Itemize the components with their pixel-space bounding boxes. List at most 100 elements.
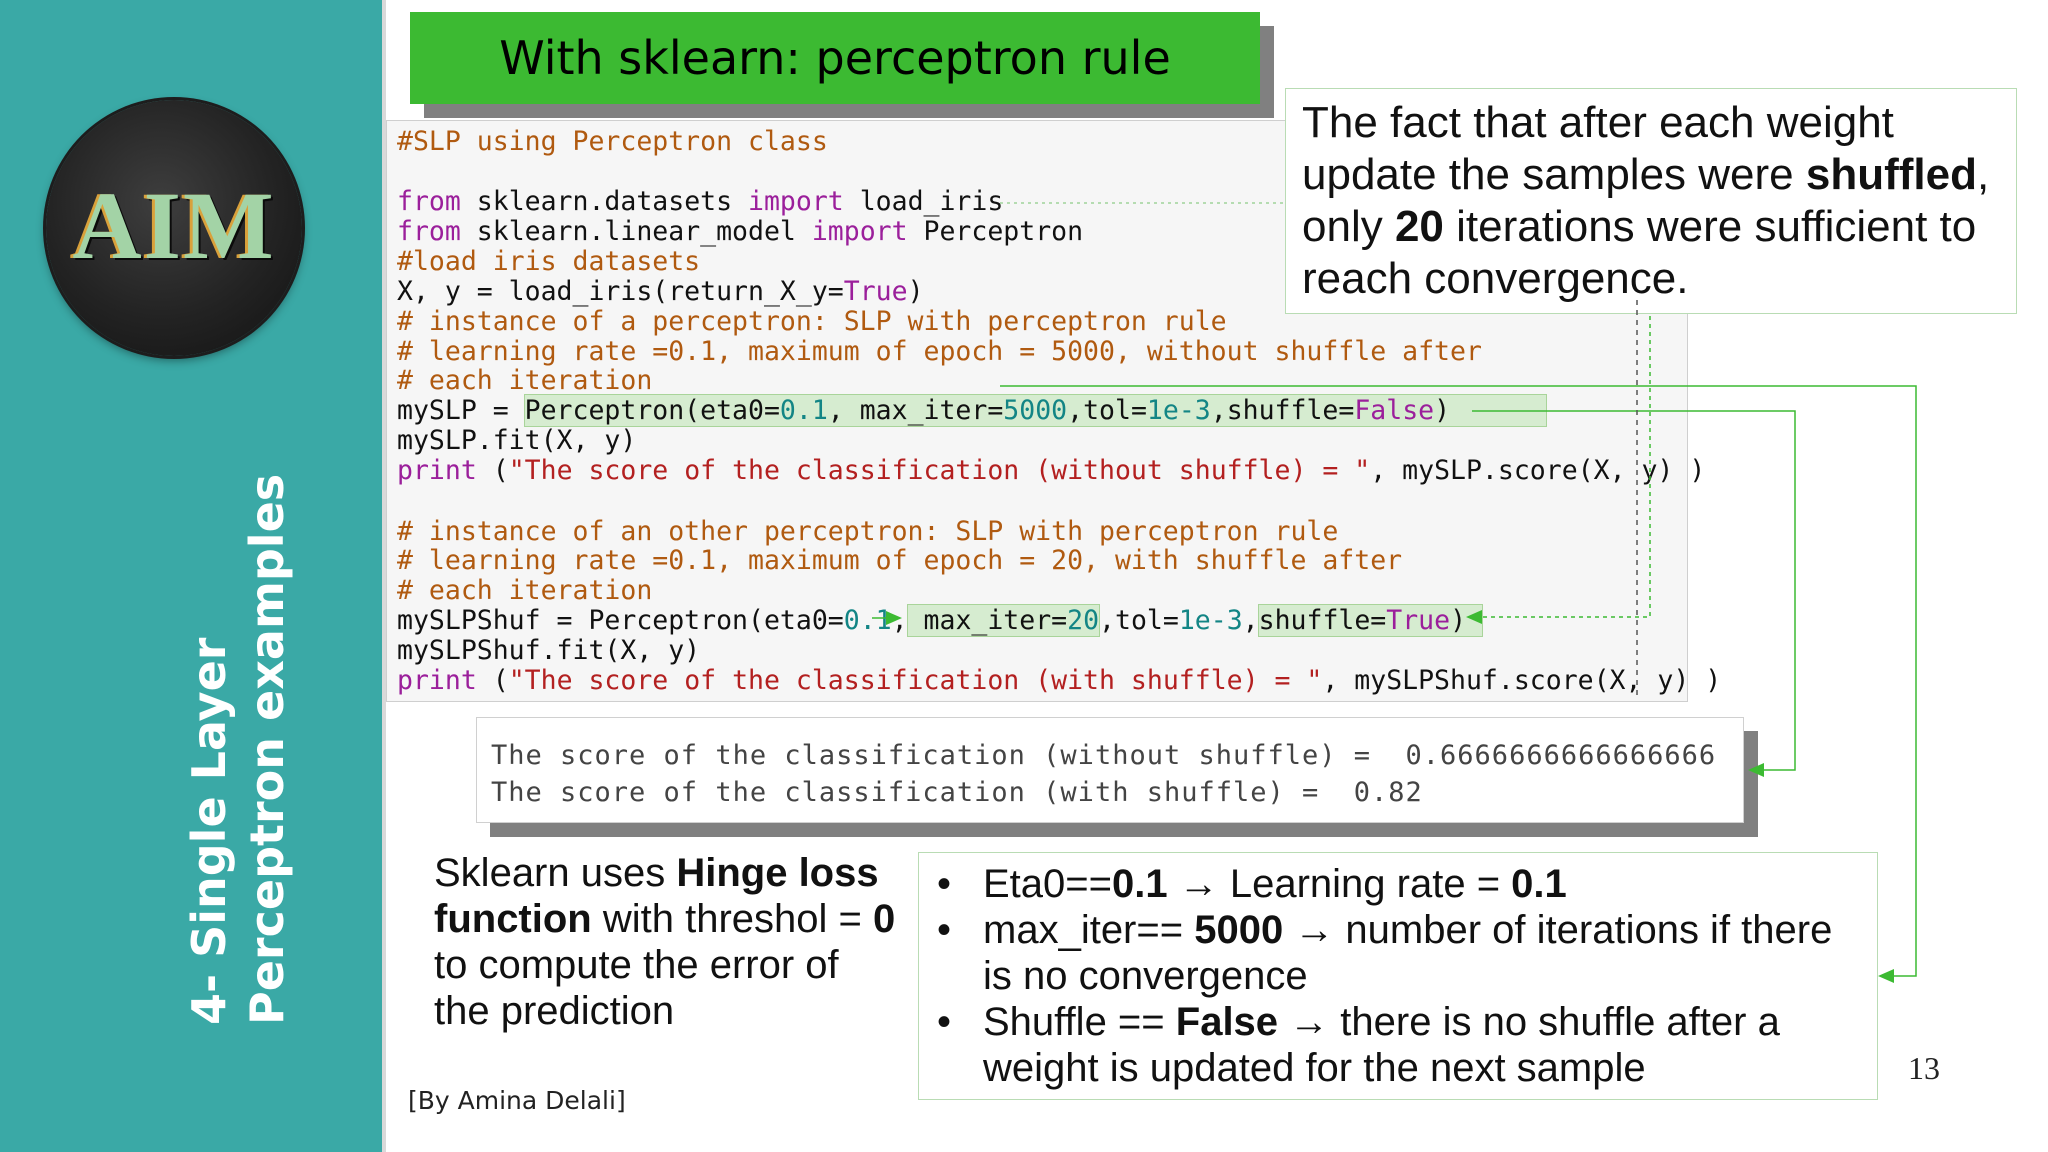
code-line-1: #SLP using Perceptron class (397, 126, 828, 157)
arrowhead-output (1748, 763, 1764, 777)
code-number: 5000 (1003, 395, 1068, 426)
bullet-dot: • (937, 1000, 952, 1044)
code-text: , mySLP.score(X, y) ) (1370, 455, 1706, 486)
keyword-print: print (397, 455, 477, 486)
code-number: 1e-3 (1178, 605, 1243, 636)
slide-title-text: With sklearn: perceptron rule (499, 31, 1171, 85)
code-text: ) (907, 276, 924, 307)
keyword-import: import (748, 186, 844, 217)
code-text: X, y = load_iris(return_X_y= (397, 276, 844, 307)
bullet-text: Shuffle == (983, 1000, 1176, 1044)
output-line-2: The score of the classification (with sh… (491, 777, 1423, 808)
bullet-text: Eta0== (983, 862, 1113, 906)
highlight-no-shuffle-call: Perceptron(eta0=0.1, max_iter=5000,tol=1… (523, 394, 1547, 427)
code-module: sklearn.datasets (460, 186, 749, 217)
connector-no-shuffle-to-output (1472, 410, 1796, 771)
code-name: load_iris (843, 186, 1004, 217)
code-line-14: # instance of an other perceptron: SLP w… (397, 516, 1339, 547)
code-text: , (1242, 605, 1259, 636)
code-number: 20 (1067, 605, 1100, 636)
code-text: ( (476, 665, 509, 696)
code-text: mySLP = (397, 395, 525, 426)
code-text: mySLPShuf = Perceptron(eta0= (397, 605, 844, 636)
shuffle-note: The fact that after each weight update t… (1285, 88, 2017, 314)
keyword-from: from (397, 186, 461, 217)
code-text: max_iter= (907, 605, 1068, 636)
slide-title: With sklearn: perceptron rule (410, 12, 1260, 104)
code-number: 0.1 (779, 395, 828, 426)
code-text: ,shuffle= (1210, 395, 1355, 426)
keyword-import: import (811, 216, 908, 247)
code-text: ,tol= (1067, 395, 1147, 426)
code-text: ( (476, 455, 509, 486)
code-line-17: mySLPShuf = Perceptron(eta0=0.1, max_ite… (397, 604, 1484, 637)
output-line-1: The score of the classification (without… (491, 740, 1717, 771)
bullet-bold: False (1175, 1000, 1279, 1044)
arrowhead-bullets (1878, 969, 1894, 983)
code-line-16: # each iteration (397, 575, 653, 606)
note-text: The fact that after each weight update t… (1302, 98, 1894, 199)
sidebar: AIM 4- Single Layer Perceptron examples (0, 0, 386, 1152)
highlight-shuffle-true: shuffle=True) (1257, 604, 1484, 637)
bullet-dot: • (937, 908, 952, 952)
keyword-from: from (397, 216, 461, 247)
note-text: , only (1302, 150, 1990, 251)
hinge-text: with threshol = (591, 897, 873, 941)
bullet-shuffle: • Shuffle == False → there is no shuffle … (937, 999, 1859, 1091)
hinge-loss-note: Sklearn uses Hinge loss function with th… (434, 850, 904, 1034)
code-line-12: print ("The score of the classification … (397, 456, 1705, 486)
bullet-text: → number of iterations if there is no co… (983, 908, 1833, 998)
bullet-max-iter: • max_iter== 5000 → number of iterations … (937, 907, 1859, 999)
code-line-6: X, y = load_iris(return_X_y=True) (397, 277, 924, 307)
bullet-text: max_iter== (983, 908, 1195, 952)
keyword-print: print (397, 665, 477, 696)
note-text: iterations were sufficient to reach conv… (1302, 202, 1977, 303)
parameter-bullets: •Eta0==0.1 → Learning rate = 0.1 •max_it… (918, 852, 1878, 1100)
code-line-5: #load iris datasets (397, 246, 701, 277)
connector-note-to-shuffle (1480, 316, 1651, 618)
code-line-7: # instance of a perceptron: SLP with per… (397, 306, 1227, 337)
bullet-bold: 5000 (1194, 908, 1284, 952)
code-text: , max_iter= (827, 395, 1004, 426)
note-bold-20: 20 (1394, 202, 1444, 251)
bullet-text: → Learning rate = (1167, 862, 1512, 906)
code-name: Perceptron (907, 216, 1084, 247)
hinge-bold-zero: 0 (872, 897, 896, 941)
bullet-dot: • (937, 862, 952, 906)
arrowhead-max-iter (886, 611, 902, 625)
output-box: The score of the classification (without… (476, 717, 1744, 823)
code-line-9: # each iteration (397, 365, 653, 396)
code-text: Perceptron(eta0= (524, 395, 780, 426)
code-line-4: from sklearn.linear_model import Percept… (397, 217, 1083, 247)
code-line-18: mySLPShuf.fit(X, y) (397, 635, 701, 666)
code-bool: True (843, 276, 908, 307)
code-line-10: mySLP = Perceptron(eta0=0.1, max_iter=50… (397, 394, 1547, 427)
code-line-19: print ("The score of the classification … (397, 666, 1721, 696)
bullet-bold: 0.1 (1511, 862, 1567, 906)
arrowhead-shuffle (1466, 610, 1482, 624)
bullet-bold: 0.1 (1112, 862, 1168, 906)
code-number: 0.1 (843, 605, 892, 636)
code-text: ) (1434, 395, 1451, 426)
bullet-text: → there is no shuffle after a weight is … (983, 1000, 1780, 1090)
code-bool: False (1354, 395, 1435, 426)
aim-logo: AIM (46, 100, 302, 356)
connector-params-to-bullets (1000, 385, 1917, 977)
hinge-text: to compute the error of the prediction (434, 943, 839, 1033)
highlight-max-iter: max_iter=20 (906, 604, 1101, 637)
note-bold-shuffled: shuffled (1805, 150, 1977, 199)
hinge-bold-loss: Hinge loss function (434, 851, 879, 941)
hinge-text: Sklearn uses (434, 851, 677, 895)
code-text: , mySLPShuf.score(X, y) ) (1322, 665, 1722, 696)
code-line-15: # learning rate =0.1, maximum of epoch =… (397, 545, 1403, 576)
code-line-11: mySLP.fit(X, y) (397, 425, 637, 456)
code-string: "The score of the classification (withou… (508, 455, 1371, 486)
code-line-3: from sklearn.datasets import load_iris (397, 187, 1003, 217)
code-module: sklearn.linear_model (460, 216, 812, 247)
page-number: 13 (1908, 1050, 1940, 1086)
code-line-8: # learning rate =0.1, maximum of epoch =… (397, 336, 1482, 367)
code-text: , (891, 605, 908, 636)
code-string: "The score of the classification (with s… (508, 665, 1323, 696)
author-credit: [By Amina Delali] (408, 1086, 626, 1115)
